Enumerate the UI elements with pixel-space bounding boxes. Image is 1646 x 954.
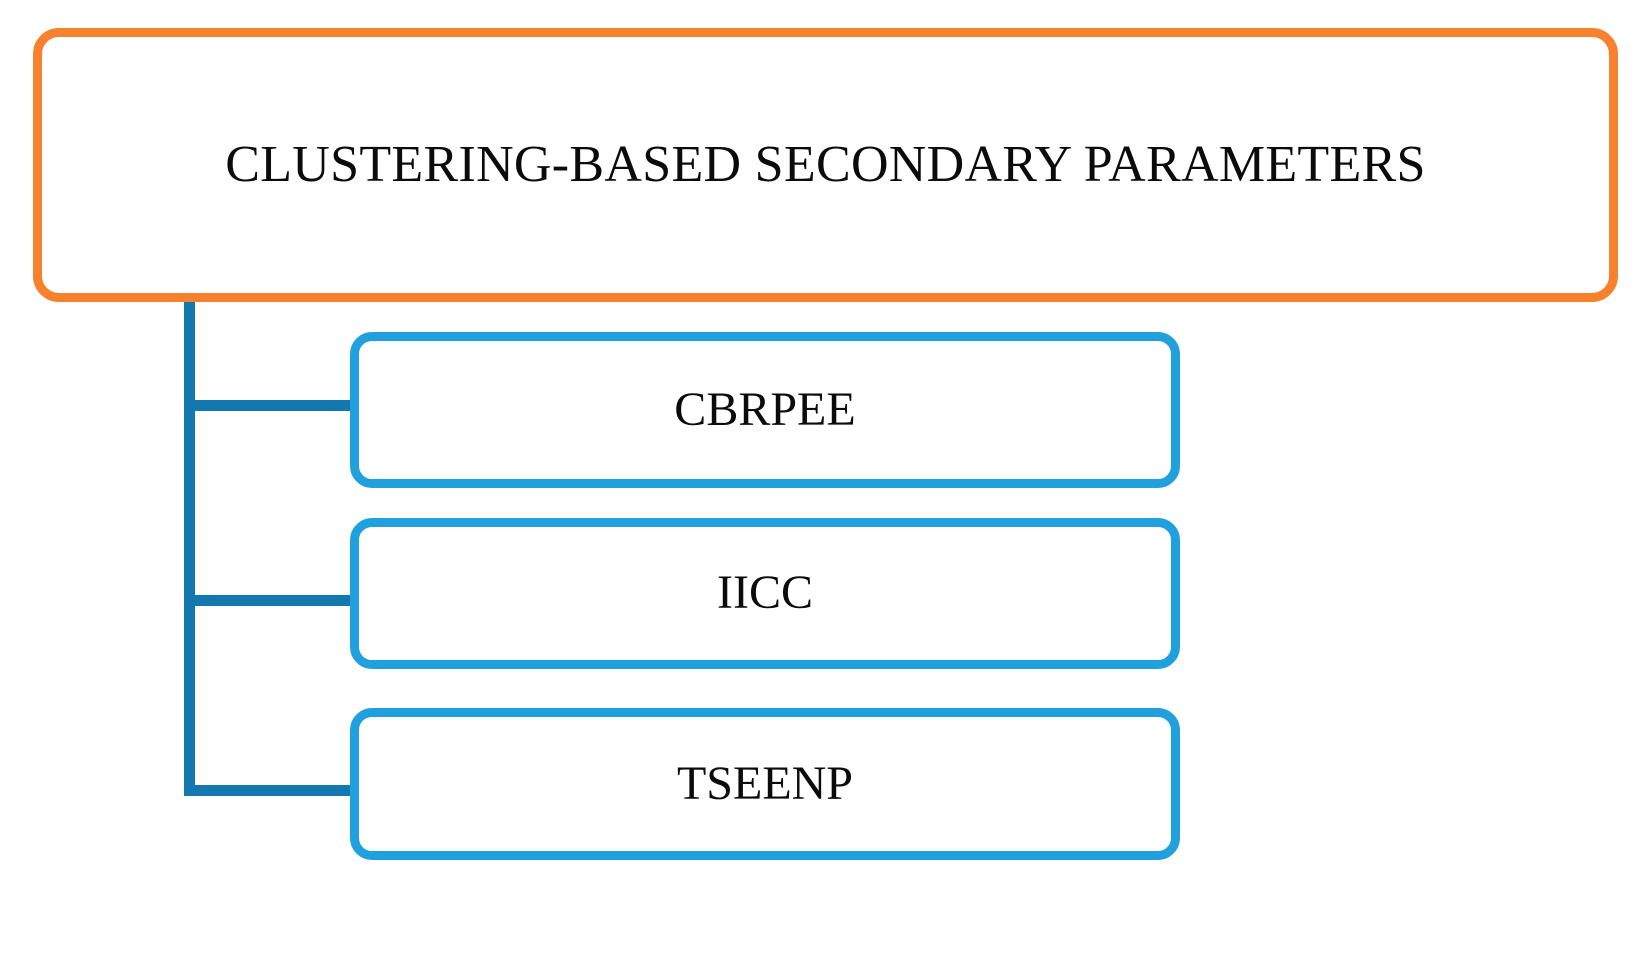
child-node-iicc[interactable]: IICC	[350, 518, 1180, 669]
child-node-label-cbrpee: CBRPEE	[674, 382, 856, 436]
connector-trunk-vertical	[184, 290, 195, 796]
child-node-cbrpee[interactable]: CBRPEE	[350, 332, 1180, 488]
connector-branch-cbrpee	[184, 400, 356, 411]
connector-branch-iicc	[184, 595, 356, 606]
child-node-label-iicc: IICC	[717, 566, 813, 620]
connector-branch-tseenp	[184, 785, 356, 796]
root-node-clustering-based-secondary-parameters[interactable]: CLUSTERING-BASED SECONDARY PARAMETERS	[33, 28, 1618, 302]
child-node-tseenp[interactable]: TSEENP	[350, 708, 1180, 860]
child-node-label-tseenp: TSEENP	[676, 756, 853, 810]
root-node-label: CLUSTERING-BASED SECONDARY PARAMETERS	[225, 136, 1426, 194]
